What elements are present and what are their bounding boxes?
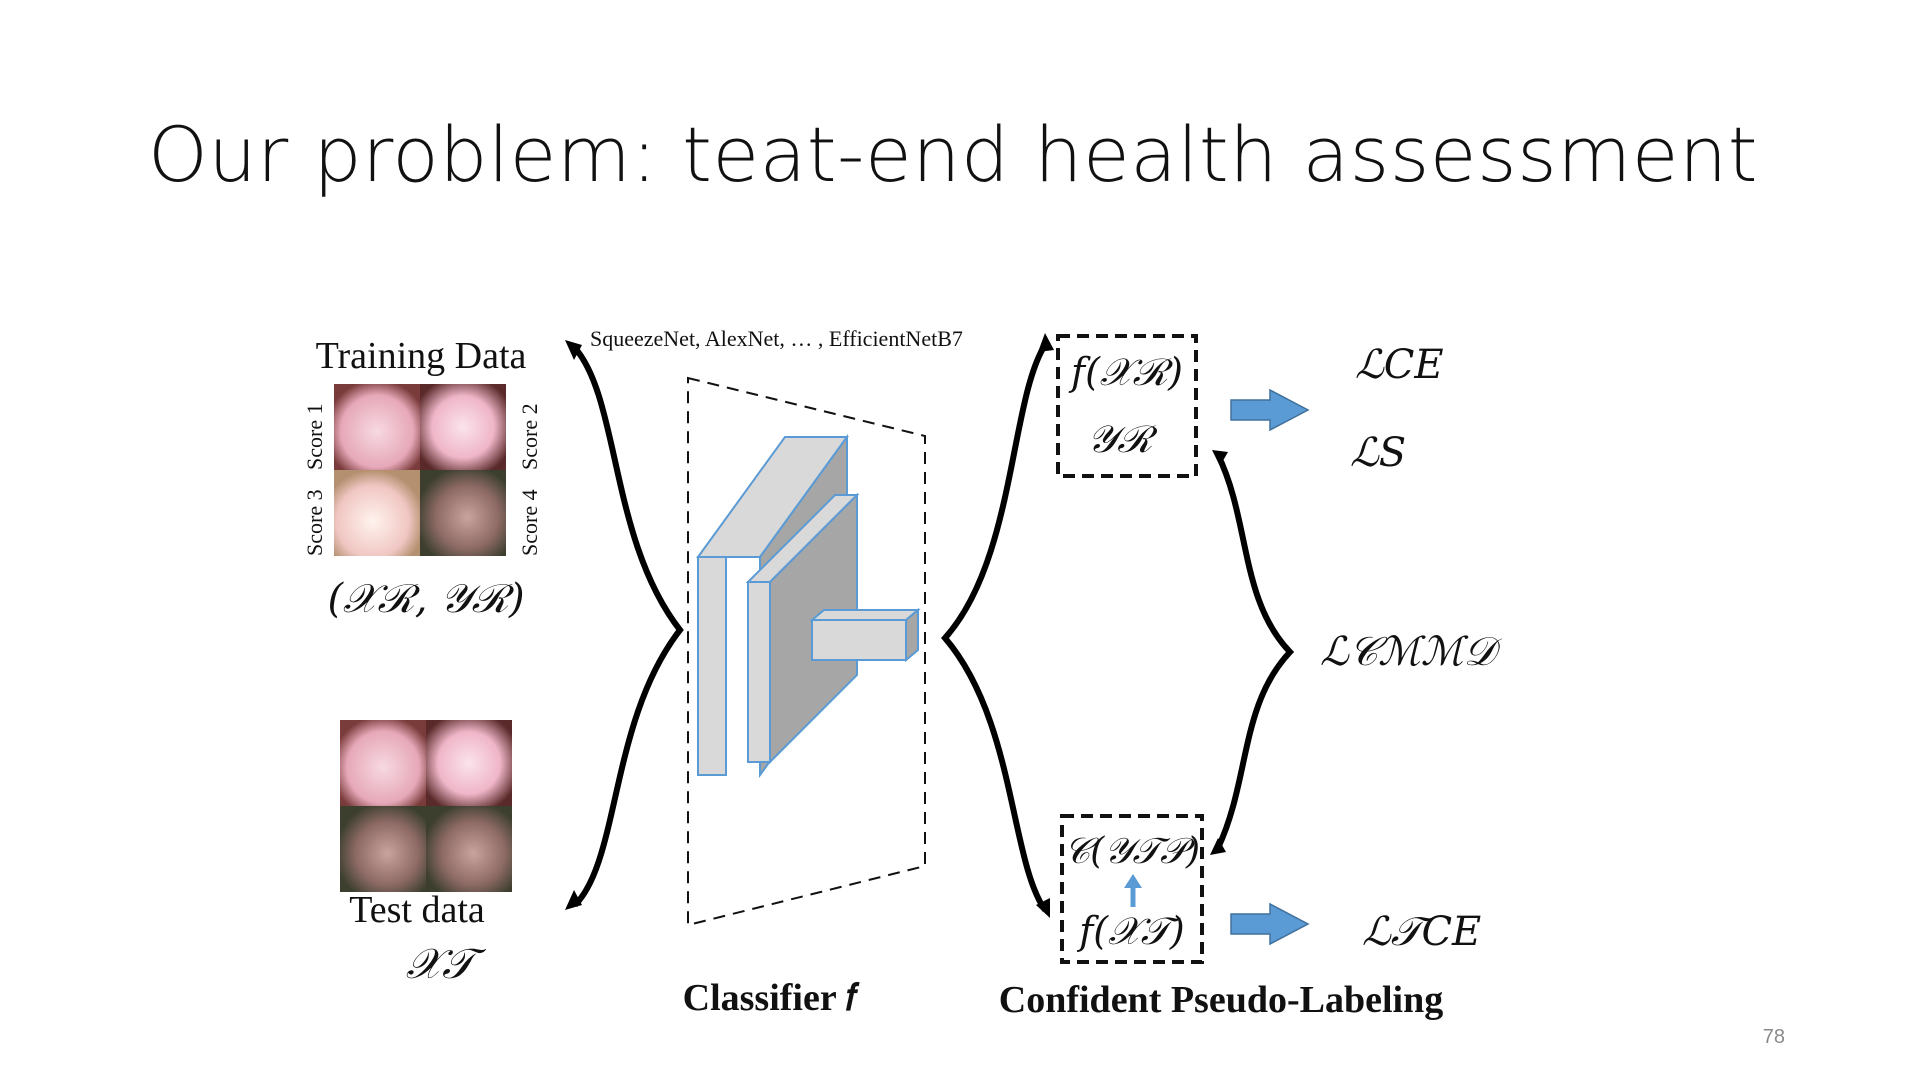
classifier-caption: Classifier 𝑓 <box>683 977 861 1019</box>
cnn-layers <box>696 433 921 779</box>
target-output-box <box>1060 814 1204 964</box>
pseudo-labeling-caption: Confident Pseudo-Labeling <box>999 979 1443 1021</box>
training-image-score-4 <box>420 470 506 556</box>
cmmd-brace-arrow-top <box>1212 450 1228 466</box>
target-confidence-math: 𝒞(𝒴𝒯𝒫) <box>1064 831 1200 872</box>
loss-cmmd: ℒ𝒞ℳℳ𝒟 <box>1320 629 1503 675</box>
test-image-2 <box>426 720 512 806</box>
loss-ce-target: ℒ𝒯CE <box>1362 909 1481 955</box>
score-2-label: Score 2 <box>517 403 542 470</box>
input-brace-arrow-bottom <box>565 890 582 910</box>
bottom-blue-arrow <box>1230 902 1310 946</box>
output-brace <box>941 343 1048 912</box>
input-brace-arrow-top <box>565 340 582 360</box>
top-blue-arrow <box>1230 388 1310 432</box>
fc-side <box>905 607 919 663</box>
input-brace <box>572 346 684 908</box>
source-prediction-math: f(𝒳ℛ) <box>1068 350 1183 394</box>
test-image-1 <box>340 720 426 806</box>
test-data-heading: Test data <box>349 889 485 931</box>
source-labels-math: 𝒴ℛ <box>1087 417 1158 461</box>
cmmd-brace-arrow-bottom <box>1210 838 1226 855</box>
test-image-3 <box>340 806 426 892</box>
layer-1-front <box>697 556 727 776</box>
score-1-label: Score 1 <box>302 403 327 470</box>
classifier-models: SqueezeNet, AlexNet, … , EfficientNetB7 <box>590 326 963 351</box>
score-4-label: Score 4 <box>517 489 542 556</box>
fc-top <box>809 609 921 621</box>
test-image-4 <box>426 806 512 892</box>
training-image-score-2 <box>420 384 506 470</box>
target-prediction-math: f(𝒳𝒯) <box>1076 909 1185 953</box>
fc-front <box>811 619 907 661</box>
classifier-frame <box>687 376 926 927</box>
score-3-label: Score 3 <box>302 489 327 556</box>
training-images <box>334 384 506 556</box>
training-data-math: (𝒳ℛ, 𝒴ℛ) <box>327 576 524 622</box>
output-brace-arrow-top <box>1038 333 1054 352</box>
training-image-score-3 <box>334 470 420 556</box>
confidence-up-arrow-head <box>1124 874 1142 888</box>
training-image-score-1 <box>334 384 420 470</box>
page-number: 78 <box>1762 1026 1785 1048</box>
loss-ce: ℒCE <box>1355 342 1444 388</box>
loss-s: ℒS <box>1350 430 1406 476</box>
layer-2-front <box>747 581 771 763</box>
output-brace-arrow-bottom <box>1036 898 1050 918</box>
test-data-math: 𝒳𝒯 <box>406 939 487 988</box>
source-output-box <box>1056 334 1198 478</box>
slide-title: Our problem: teat-end health assessment <box>148 110 1759 199</box>
test-images <box>340 720 512 892</box>
cmmd-brace <box>1215 453 1295 850</box>
training-data-heading: Training Data <box>316 335 527 377</box>
